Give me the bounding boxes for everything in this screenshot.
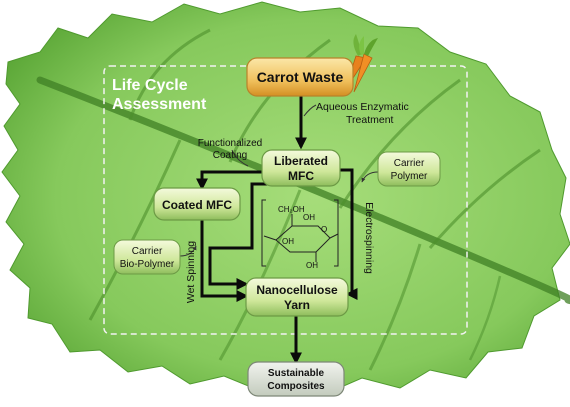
molecule-oh-top: OH	[303, 213, 315, 222]
sustainable-composites-label-line1: Sustainable	[268, 368, 325, 379]
edge-label-aqueous-enzymatic-line2: Treatment	[346, 114, 394, 126]
carrier-biopolymer-label-line1: Carrier	[132, 246, 163, 257]
node-nanocellulose-yarn: Nanocellulose Yarn	[245, 277, 349, 317]
leaf-vein	[428, 148, 541, 249]
edge-label-functionalized-line2: Coating	[213, 150, 247, 161]
leaf-vein	[468, 275, 502, 361]
arrow-coated-to-yarn	[200, 220, 249, 302]
molecule-o-ring: O	[321, 225, 327, 234]
molecule-bracket-right	[334, 199, 339, 267]
carrier-polymer-label-line2: Polymer	[391, 171, 428, 182]
node-liberated-mfc: Liberated MFC	[261, 149, 341, 187]
molecule-bracket-left	[261, 199, 266, 267]
leaf-vein	[128, 28, 211, 121]
arrow-liberated-to-coated	[196, 170, 262, 191]
molecule-ch2oh: CH₂OH	[278, 205, 305, 214]
sustainable-composites-label-line2: Composites	[267, 381, 325, 392]
edge-label-functionalized-line1: Functionalized	[198, 138, 262, 149]
molecule-oh-left: OH	[282, 237, 294, 246]
leaf-shape	[1, 1, 570, 393]
node-coated-mfc: Coated MFC	[153, 187, 241, 221]
coated-mfc-label: Coated MFC	[162, 198, 232, 212]
arrow-liberated-to-yarn-inner	[208, 182, 270, 290]
node-carrier-biopolymer: Carrier Bio-Polymer	[113, 239, 181, 275]
carrier-biopolymer-label-line2: Bio-Polymer	[120, 259, 175, 270]
lca-title-line2: Assessment	[112, 96, 207, 113]
leaf-midrib	[36, 76, 570, 305]
node-carrot-waste: Carrot Waste	[246, 57, 354, 97]
connector-enzymatic	[303, 104, 317, 117]
edge-label-electrospinning: Electrospinning	[363, 202, 375, 274]
connector-functionalized-coating	[231, 149, 249, 167]
liberated-mfc-label-line1: Liberated	[274, 154, 328, 168]
edge-label-wet-spinning: Wet Spinning	[185, 241, 197, 303]
arrow-liberated-to-yarn-electro	[340, 168, 358, 300]
node-carrier-polymer: Carrier Polymer	[377, 151, 441, 187]
carrier-polymer-label-line1: Carrier	[394, 158, 425, 169]
edge-label-aqueous-enzymatic-line1: Aqueous Enzymatic	[316, 101, 409, 113]
leaf-vein	[368, 243, 422, 371]
cellulose-molecule	[261, 199, 339, 267]
molecule-oh-bottom: OH	[306, 261, 318, 270]
flow-arrows	[196, 96, 358, 365]
nanocellulose-yarn-label-line2: Yarn	[284, 298, 310, 312]
lca-title-line1: Life Cycle	[112, 77, 188, 94]
carrot-waste-label: Carrot Waste	[257, 69, 344, 85]
molecule-bond	[263, 235, 277, 241]
connector-carrier-polymer	[361, 171, 379, 183]
nanocellulose-yarn-label-line1: Nanocellulose	[256, 283, 338, 297]
node-sustainable-composites: Sustainable Composites	[247, 361, 345, 397]
connector-carrier-biopolymer	[179, 245, 197, 257]
molecule-bond	[329, 233, 339, 239]
liberated-mfc-label-line2: MFC	[288, 169, 314, 183]
leaf-vein	[88, 139, 182, 321]
